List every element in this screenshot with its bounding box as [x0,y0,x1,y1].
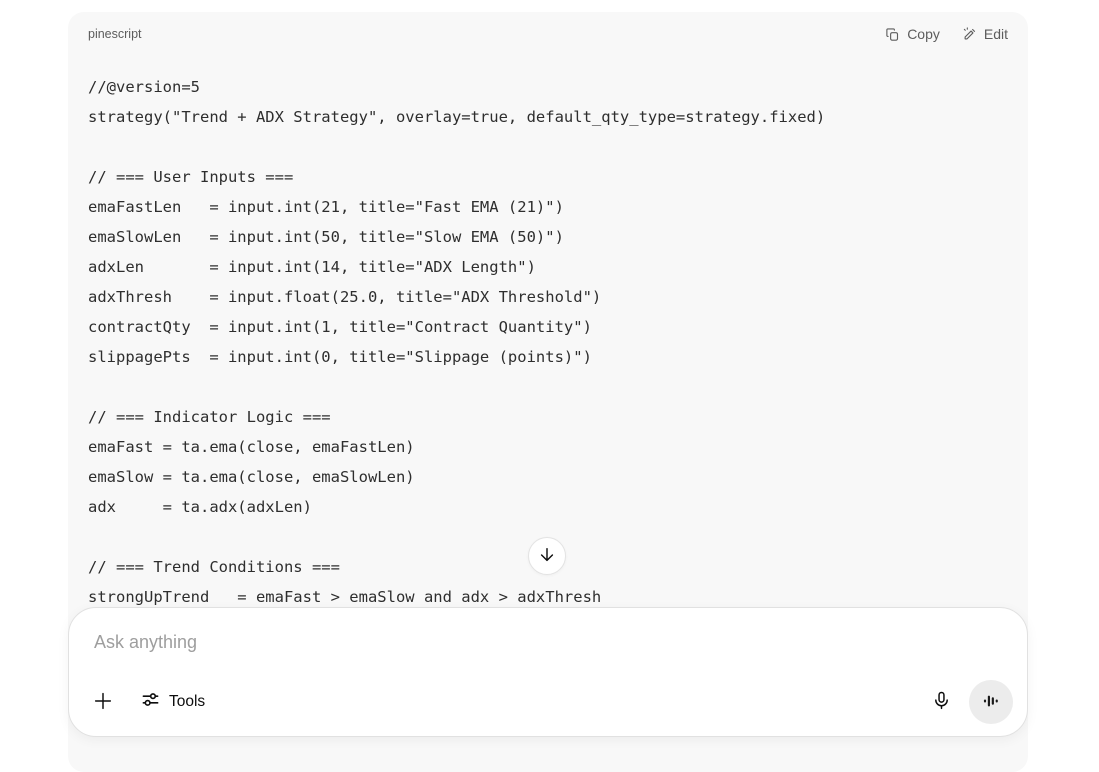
sliders-icon [141,690,160,714]
tools-button[interactable]: Tools [131,684,215,720]
composer-toolbar: Tools [85,680,1013,724]
message-input[interactable] [94,628,974,656]
edit-button[interactable]: Edit [962,26,1008,42]
code-block-header: pinescript Copy [68,12,1028,50]
code-content: //@version=5 strategy("Trend + ADX Strat… [88,78,826,606]
microphone-icon [931,690,952,714]
code-actions: Copy Edit [885,26,1008,42]
add-attachment-button[interactable] [85,684,121,720]
plus-icon [92,690,114,715]
voice-waveform-icon [981,691,1001,714]
copy-icon [885,27,900,42]
copy-button-label: Copy [907,26,940,42]
code-language-label: pinescript [88,27,142,41]
dictate-button[interactable] [923,684,959,720]
voice-mode-button[interactable] [969,680,1013,724]
tools-button-label: Tools [169,693,206,710]
copy-button[interactable]: Copy [885,26,940,42]
arrow-down-icon [537,545,557,568]
edit-pencil-icon [962,26,977,42]
scroll-to-bottom-button[interactable] [528,537,566,575]
composer: Tools [68,607,1028,737]
edit-button-label: Edit [983,26,1008,42]
